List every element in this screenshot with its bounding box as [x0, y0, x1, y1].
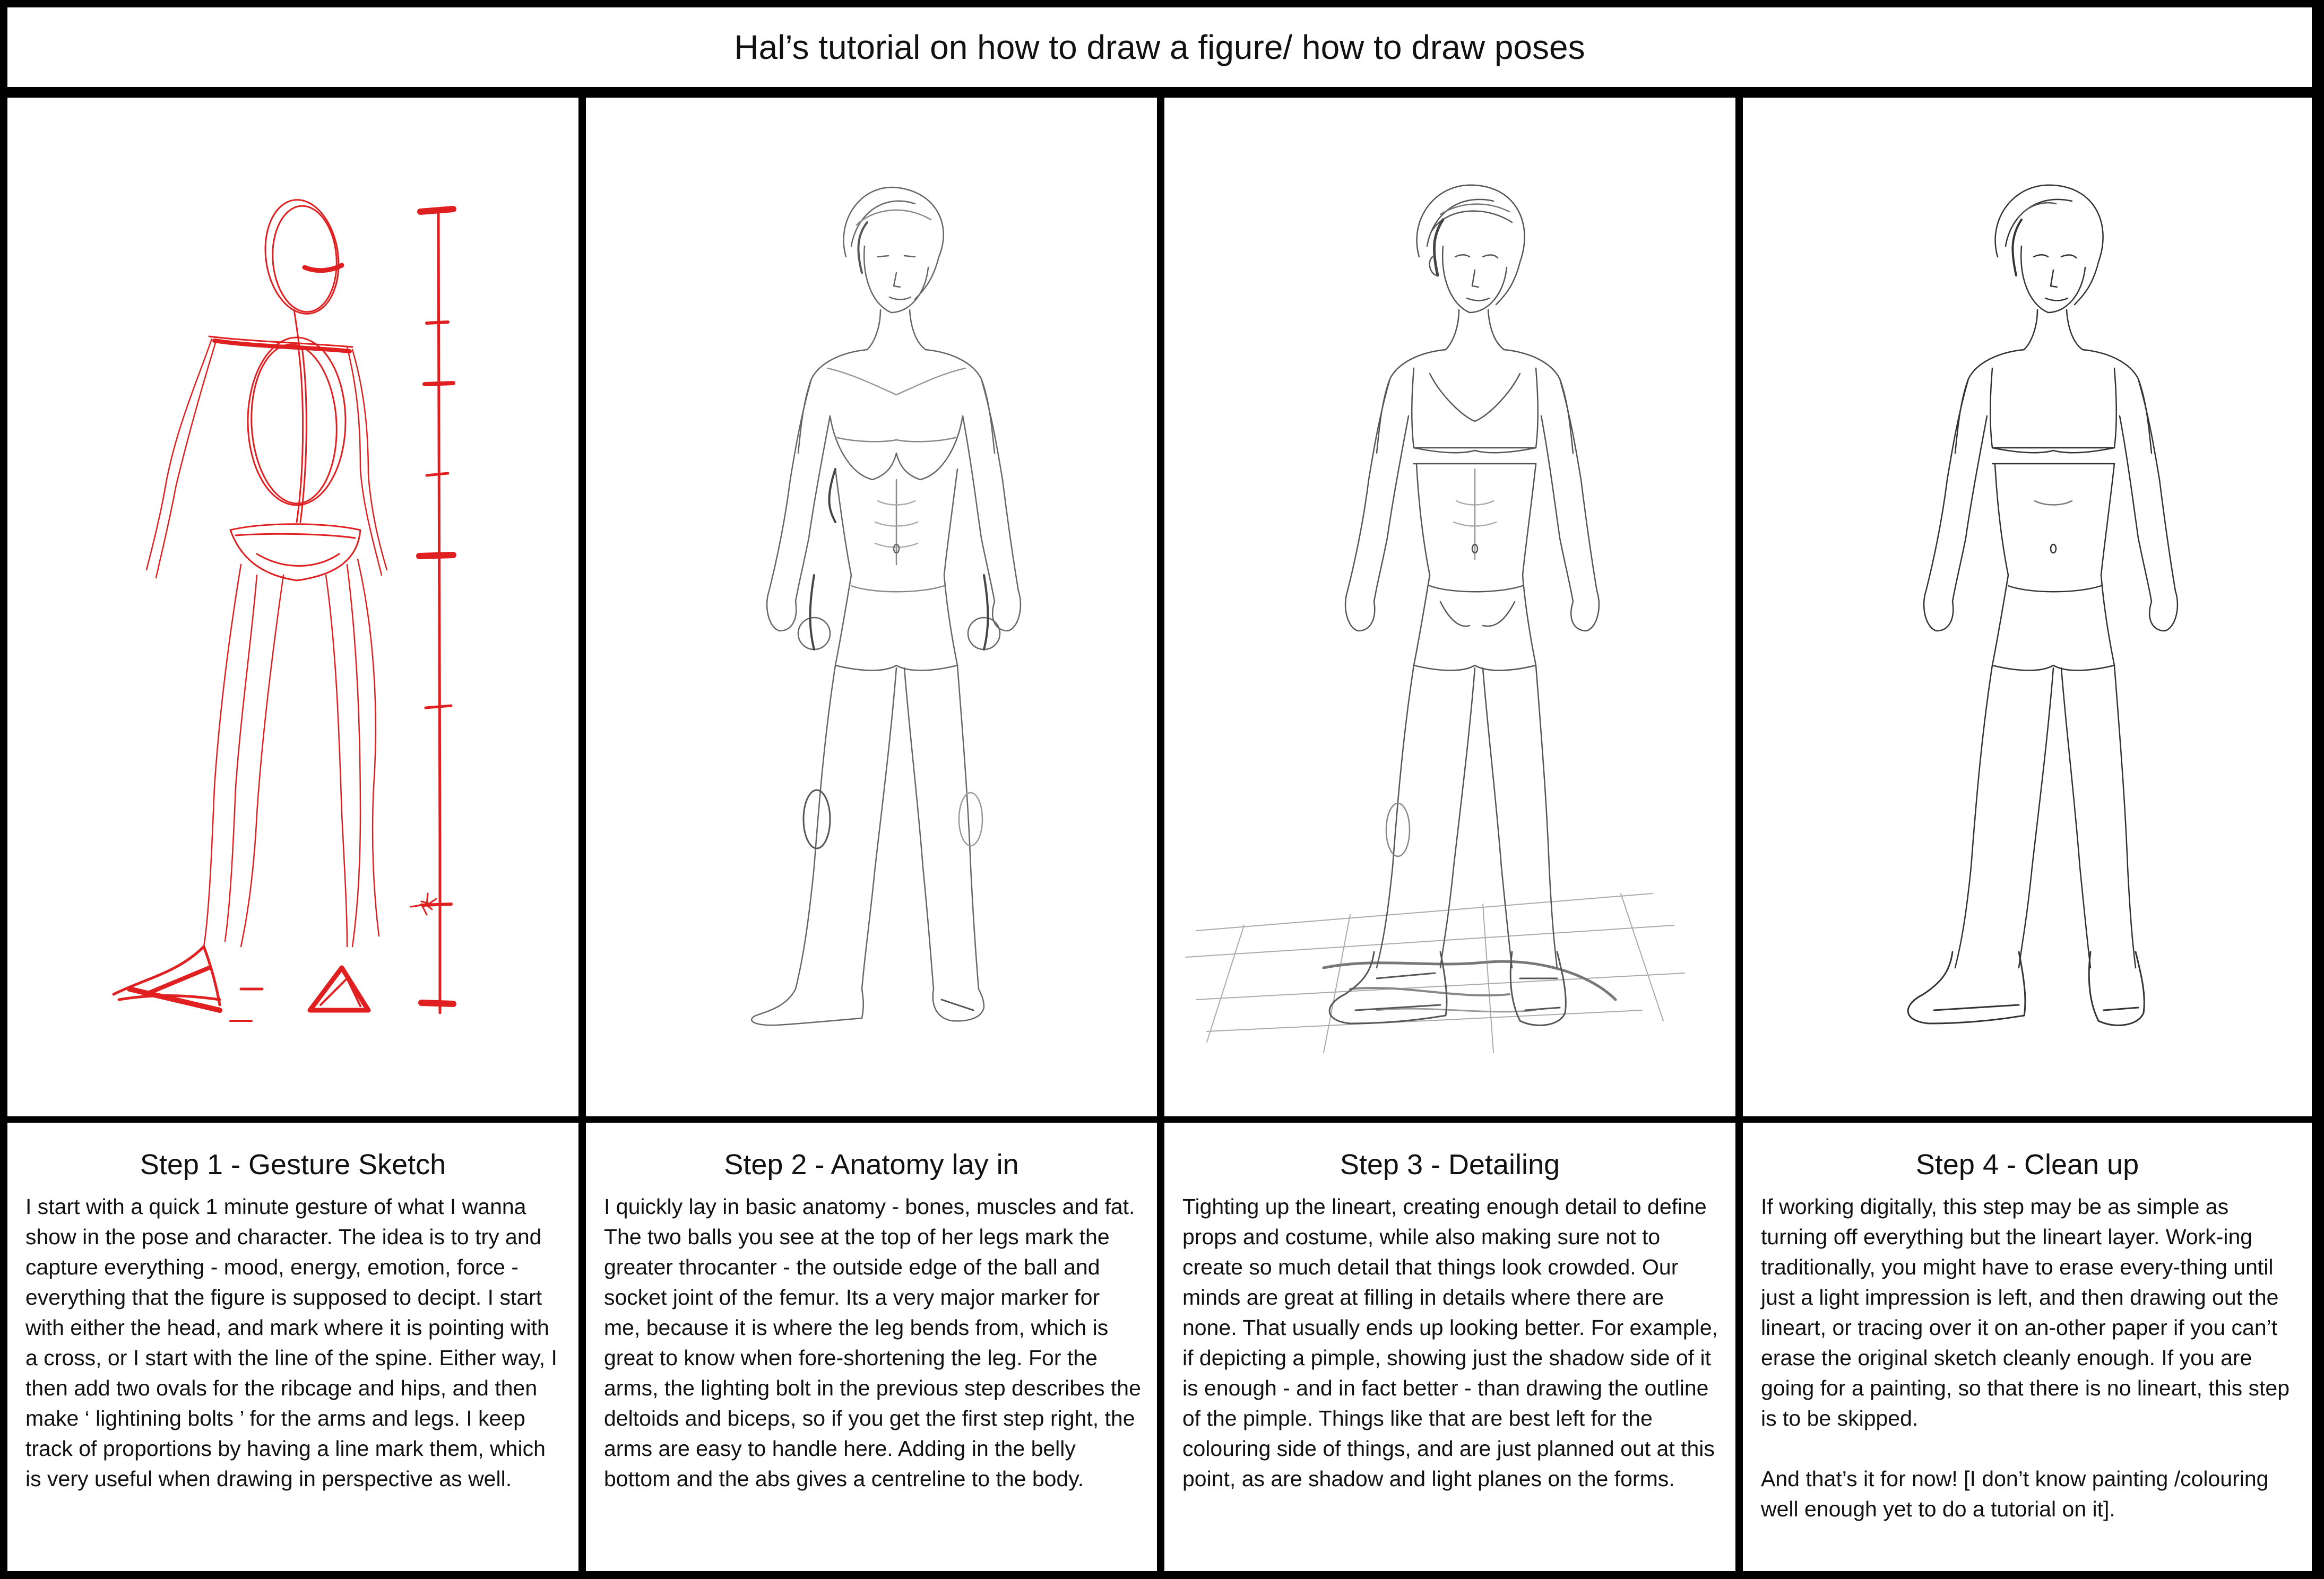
gesture-sketch-illustration [112, 199, 456, 1022]
detail-face [1429, 245, 1508, 314]
step-3-paragraph: Tighting up the lineart, creating enough… [1182, 1194, 1718, 1491]
step-4-paragraph-2: And that’s it for now! [I don’t know pai… [1761, 1467, 2269, 1521]
anatomy-lay-in-illustration [751, 186, 1022, 1026]
gesture-head [264, 199, 344, 315]
detail-shorts [1413, 574, 1537, 671]
gesture-hips [229, 523, 361, 582]
step-1-heading: Step 1 - Gesture Sketch [140, 1149, 446, 1181]
anatomy-face [863, 245, 929, 314]
step-1-image-panel [7, 98, 578, 1116]
anatomy-hair [843, 186, 944, 300]
gesture-ribcage [247, 336, 347, 506]
step-2-paragraph: I quickly lay in basic anatomy - bones, … [604, 1194, 1141, 1491]
step-3-description: Tighting up the lineart, creating enough… [1182, 1192, 1720, 1524]
gesture-spine [296, 346, 307, 523]
gesture-arms [145, 338, 388, 579]
detail-sneakers [1328, 951, 1567, 1026]
step-1-text-panel: Step 1 - Gesture Sketch I start with a q… [7, 1123, 578, 1571]
step-4-heading: Step 4 - Clean up [1915, 1149, 2139, 1181]
step-2-text-panel: Step 2 - Anatomy lay in I quickly lay in… [586, 1123, 1157, 1571]
step-3-heading: Step 3 - Detailing [1340, 1149, 1560, 1181]
anatomy-feet [751, 988, 985, 1026]
detail-arms [1344, 378, 1600, 632]
step-2-description: I quickly lay in basic anatomy - bones, … [604, 1192, 1141, 1524]
gesture-feet [112, 945, 371, 1022]
step-3-image-panel [1164, 98, 1735, 1116]
step-2-image-panel [586, 98, 1157, 1116]
step-2-heading: Step 2 - Anatomy lay in [724, 1149, 1019, 1181]
step-3-text-panel: Step 3 - Detailing Tighting up the linea… [1164, 1123, 1735, 1571]
clean-face [2020, 245, 2086, 314]
step-4-paragraph-1: If working digitally, this step may be a… [1761, 1194, 2290, 1430]
detail-sports-bra [1411, 367, 1539, 465]
clean-arms [1923, 378, 2179, 632]
clean-torso [1994, 463, 2115, 576]
detail-torso [1415, 463, 1537, 576]
step-1-description: I start with a quick 1 minute gesture of… [25, 1192, 563, 1524]
gesture-shoulders [208, 309, 353, 353]
detail-hair [1416, 184, 1525, 306]
clean-sports-bra [1990, 367, 2117, 465]
detail-legs [1376, 664, 1558, 969]
clean-legs [1954, 664, 2137, 969]
clean-sneakers [1907, 951, 2145, 1026]
clean-up-illustration [1907, 184, 2179, 1026]
clean-hair [1994, 184, 2104, 306]
anatomy-torso [828, 415, 964, 576]
step-4-image-panel [1743, 98, 2312, 1116]
detailing-illustration [1185, 184, 1685, 1053]
page-title: Hal’s tutorial on how to draw a figure/ … [7, 7, 2312, 87]
step-1-paragraph: I start with a quick 1 minute gesture of… [25, 1194, 557, 1491]
gesture-legs [203, 558, 380, 948]
step-4-text-panel: Step 4 - Clean up If working digitally, … [1743, 1123, 2312, 1571]
anatomy-legs [794, 664, 983, 990]
step-4-description: If working digitally, this step may be a… [1761, 1192, 2296, 1555]
anatomy-shorts [797, 574, 1001, 671]
clean-shorts [1991, 574, 2115, 671]
proportion-line [410, 206, 456, 1014]
anatomy-arms [766, 378, 1022, 632]
